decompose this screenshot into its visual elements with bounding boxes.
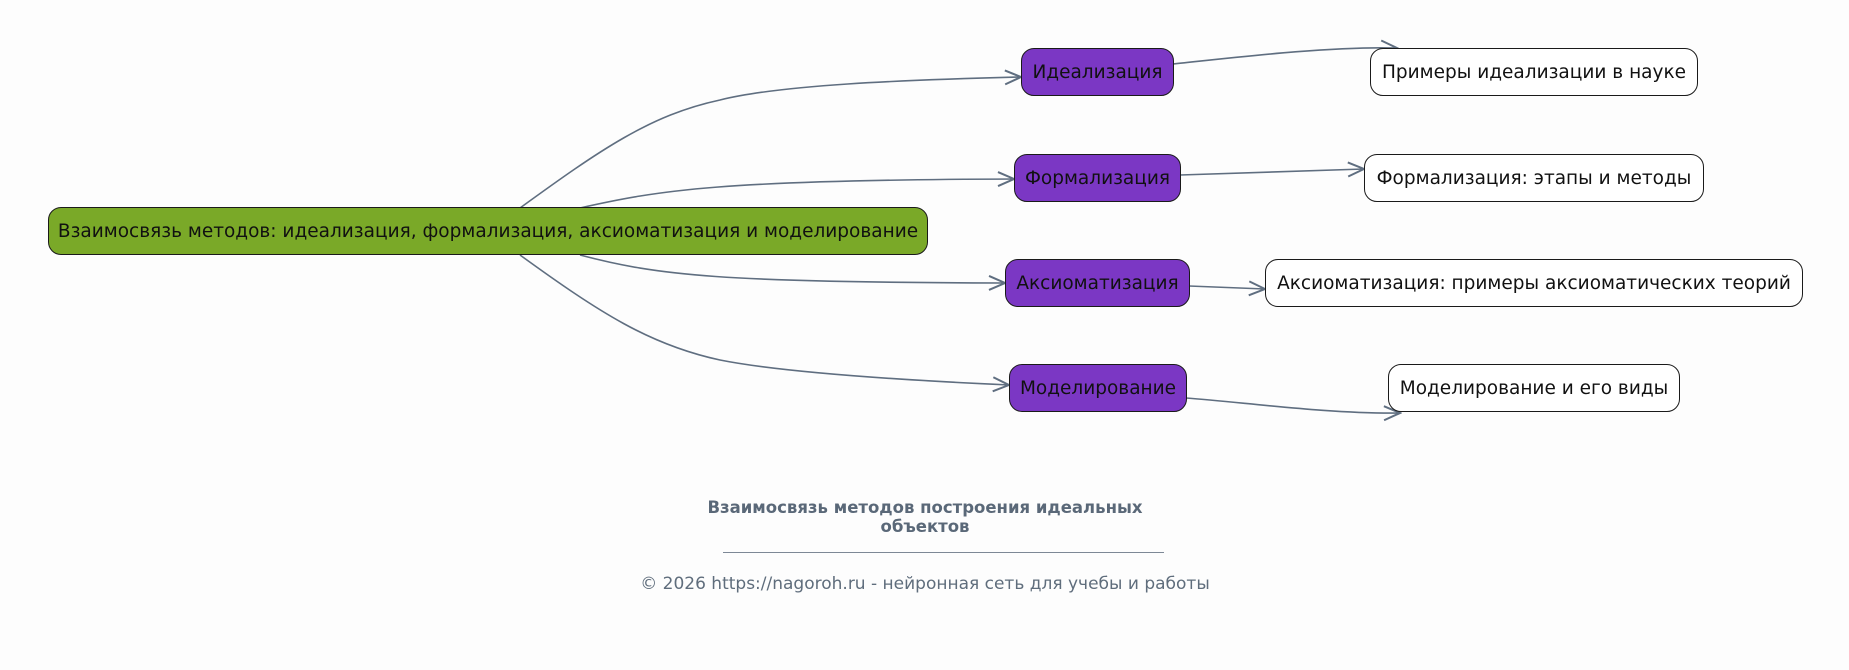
footer-title: Взаимосвязь методов построения идеальных… — [700, 498, 1150, 536]
edge-modeling-to-leaf — [1185, 397, 1400, 413]
footer-title-line1: Взаимосвязь методов построения идеальных — [707, 498, 1143, 517]
edge-axiomatization-to-leaf — [1188, 286, 1265, 289]
leaf-node-modeling-types: Моделирование и его виды — [1388, 364, 1680, 412]
method-node-formalization: Формализация — [1014, 154, 1181, 202]
method-node-idealization: Идеализация — [1021, 48, 1174, 96]
footer-title-line2: объектов — [880, 517, 970, 536]
leaf-node-formalization-stages: Формализация: этапы и методы — [1364, 154, 1704, 202]
edge-root-to-axiomatization — [579, 254, 1005, 283]
edge-formalization-to-leaf — [1179, 169, 1364, 175]
footer-divider — [723, 552, 1164, 553]
leaf-node-idealization-examples: Примеры идеализации в науке — [1370, 48, 1698, 96]
method-node-modeling: Моделирование — [1009, 364, 1187, 412]
edge-root-to-idealization — [519, 77, 1021, 209]
edge-idealization-to-leaf — [1172, 48, 1397, 65]
method-node-axiomatization: Аксиоматизация — [1005, 259, 1190, 307]
leaf-node-axiomatization-examples: Аксиоматизация: примеры аксиоматических … — [1265, 259, 1803, 307]
edge-root-to-formalization — [579, 179, 1014, 209]
root-node: Взаимосвязь методов: идеализация, формал… — [48, 207, 928, 255]
footer-copyright[interactable]: © 2026 https://nagoroh.ru - нейронная се… — [640, 574, 1210, 594]
edge-root-to-modeling — [519, 254, 1009, 385]
